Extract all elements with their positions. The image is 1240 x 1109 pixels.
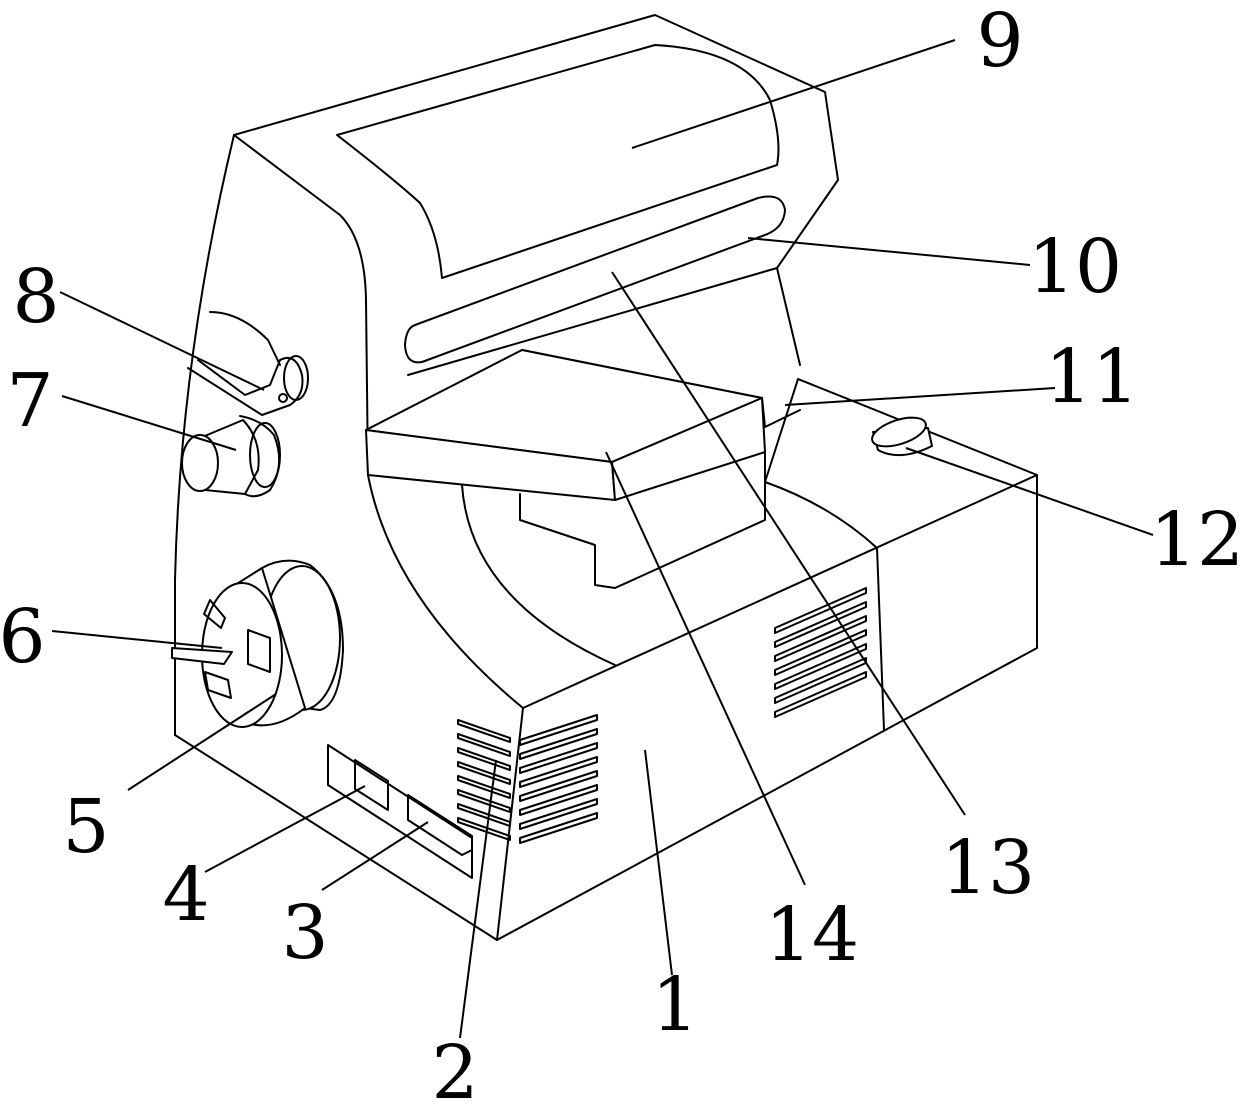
leader-1 — [645, 750, 672, 975]
platform — [366, 350, 765, 588]
knob — [869, 412, 932, 455]
feed-slot — [405, 197, 785, 363]
leader-4 — [205, 786, 365, 872]
leader-3 — [322, 822, 428, 890]
leader-9 — [632, 40, 955, 148]
label-9: 9 — [976, 0, 1023, 84]
label-4: 4 — [162, 852, 209, 938]
vents-middle — [520, 715, 597, 843]
leader-12 — [906, 448, 1153, 535]
leader-5 — [128, 694, 276, 790]
chuck-assembly — [172, 561, 343, 727]
lever-assembly — [182, 312, 308, 496]
label-1: 1 — [651, 962, 698, 1048]
top-cover — [337, 45, 778, 278]
leader-10 — [748, 238, 1030, 265]
switch-panel — [328, 745, 472, 878]
label-8: 8 — [12, 254, 59, 340]
label-10: 10 — [1028, 224, 1122, 310]
label-3: 3 — [281, 890, 328, 976]
label-14: 14 — [765, 892, 859, 978]
leader-6 — [52, 631, 222, 648]
leader-8 — [60, 292, 264, 390]
label-6: 6 — [0, 594, 46, 680]
label-13: 13 — [941, 825, 1035, 911]
leader-7 — [62, 396, 236, 450]
vents-left — [458, 720, 510, 840]
leader-13 — [612, 272, 965, 815]
label-12: 12 — [1150, 497, 1240, 583]
leader-14 — [606, 452, 805, 885]
label-11: 11 — [1045, 334, 1139, 420]
label-5: 5 — [62, 784, 109, 870]
label-2: 2 — [431, 1030, 478, 1109]
vents-right — [775, 588, 866, 717]
label-7: 7 — [6, 358, 53, 444]
